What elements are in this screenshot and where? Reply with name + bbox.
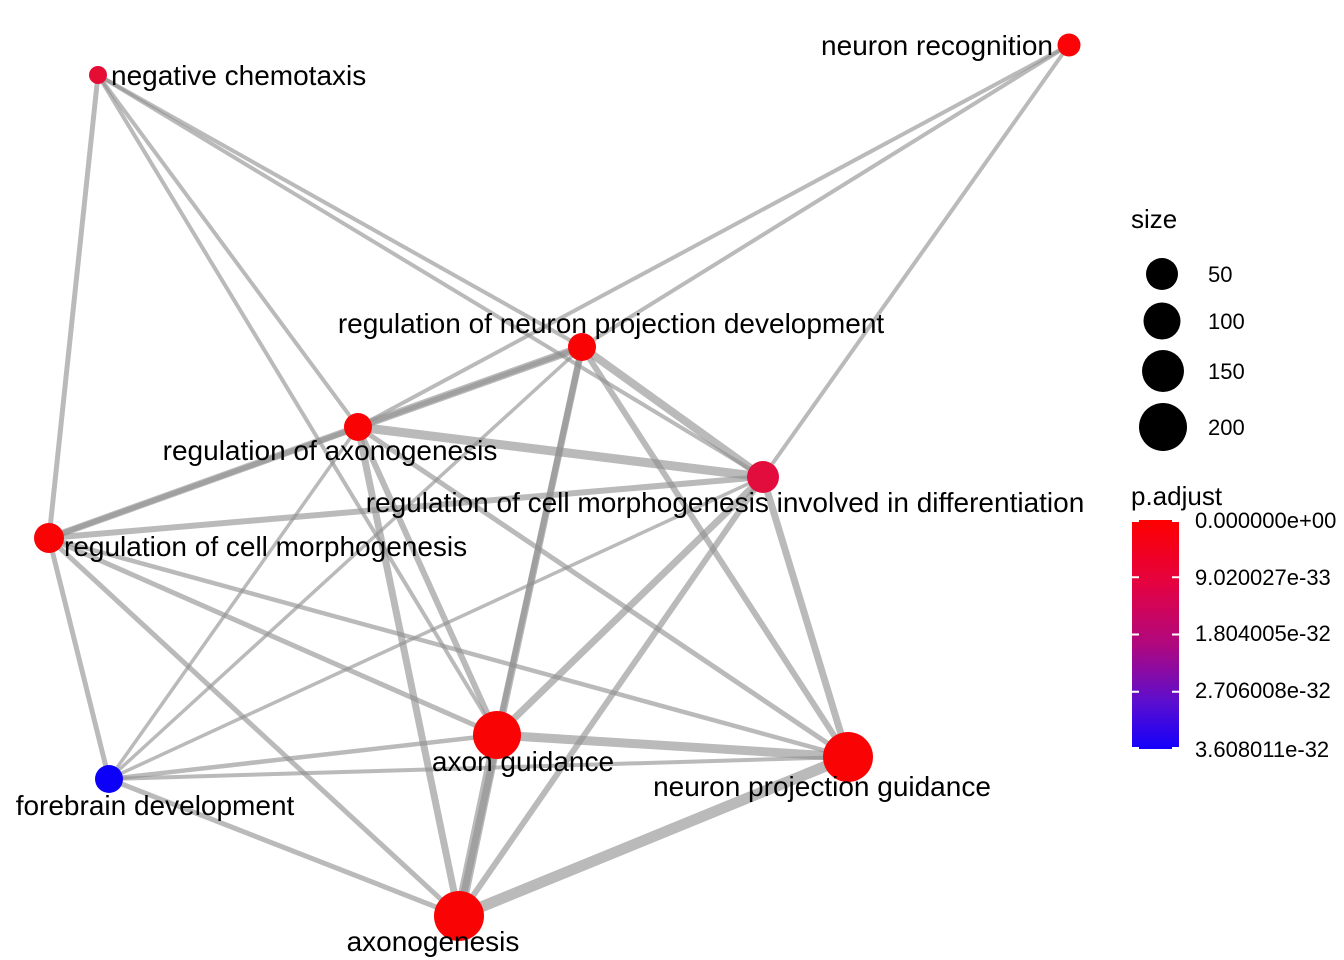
graph-edge-reg_axonogenesis--neuron_proj_guidance <box>356 424 850 760</box>
graph-edge-neuron_recognition--reg_neuron_proj_dev <box>580 43 1071 349</box>
graph-edge-negative_chemotaxis--reg_axonogenesis <box>96 73 360 429</box>
node-label-neuron_recognition: neuron recognition <box>821 30 1053 61</box>
graph-edge-neuron_proj_guidance--axonogenesis <box>456 751 851 922</box>
node-axonogenesis <box>434 891 484 941</box>
size-legend-label-50: 50 <box>1208 262 1232 287</box>
node-label-reg_axonogenesis: regulation of axonogenesis <box>163 435 498 466</box>
graph-edge-axon_guidance--neuron_proj_guidance <box>496 730 849 762</box>
graph-edge-negative_chemotaxis--axon_guidance <box>96 73 499 737</box>
node-label-axon_guidance: axon guidance <box>432 746 614 777</box>
size-legend-circle-50 <box>1146 258 1178 290</box>
size-legend-label-100: 100 <box>1208 309 1245 334</box>
node-label-reg_cell_morph: regulation of cell morphogenesis <box>64 531 467 562</box>
graph-edge-reg_cell_morph_diff--forebrain_dev <box>108 475 764 781</box>
graph-edge-neuron_recognition--reg_cell_morph_diff <box>761 43 1071 479</box>
node-reg_cell_morph <box>34 523 64 553</box>
size-legend-label-200: 200 <box>1208 415 1245 440</box>
node-label-neuron_proj_guidance: neuron projection guidance <box>653 771 991 802</box>
graph-edge-reg_neuron_proj_dev--reg_cell_morph_diff <box>579 343 766 481</box>
node-reg_axonogenesis <box>344 413 372 441</box>
graph-edge-reg_cell_morph_diff--reg_cell_morph <box>48 474 764 541</box>
padjust-colorbar <box>1132 520 1179 749</box>
size-legend-title: size <box>1131 204 1178 234</box>
node-label-reg_cell_morph_diff: regulation of cell morphogenesis involve… <box>366 487 1085 518</box>
graph-edge-reg_neuron_proj_dev--neuron_proj_guidance <box>579 345 851 759</box>
graph-edge-neuron_proj_guidance--forebrain_dev <box>108 755 849 781</box>
size-legend-circle-100 <box>1143 302 1181 340</box>
padjust-label-2: 1.804005e-32 <box>1195 621 1331 646</box>
graph-edge-axon_guidance--axonogenesis <box>453 733 503 918</box>
graph-edge-reg_axonogenesis--axon_guidance <box>355 425 500 737</box>
node-negative_chemotaxis <box>89 66 107 84</box>
node-label-reg_neuron_proj_dev: regulation of neuron projection developm… <box>338 308 885 339</box>
graph-edge-reg_axonogenesis--forebrain_dev <box>107 425 360 781</box>
graph-edge-reg_cell_morph_diff--neuron_proj_guidance <box>759 475 852 759</box>
graph-edge-forebrain_dev--axonogenesis <box>108 776 460 919</box>
graph-edge-negative_chemotaxis--reg_neuron_proj_dev <box>97 73 583 349</box>
padjust-label-0: 0.000000e+00 <box>1195 508 1336 533</box>
padjust-legend-title: p.adjust <box>1131 481 1223 511</box>
node-neuron_proj_guidance <box>823 732 873 782</box>
node-forebrain_dev <box>95 765 123 793</box>
node-axon_guidance <box>473 711 521 759</box>
graph-edge-reg_axonogenesis--reg_cell_morph_diff <box>357 422 764 482</box>
node-reg_neuron_proj_dev <box>568 333 596 361</box>
graph-edge-negative_chemotaxis--reg_cell_morph <box>46 74 101 539</box>
graph-edge-negative_chemotaxis--reg_cell_morph_diff <box>96 73 765 479</box>
node-reg_cell_morph_diff <box>747 461 779 493</box>
size-legend-circle-200 <box>1139 403 1187 451</box>
node-label-forebrain_dev: forebrain development <box>16 790 295 821</box>
node-label-axonogenesis: axonogenesis <box>347 926 520 957</box>
size-legend-label-150: 150 <box>1208 359 1245 384</box>
graph-edge-axon_guidance--forebrain_dev <box>108 732 498 782</box>
graph-edge-reg_cell_morph--forebrain_dev <box>46 537 112 780</box>
graph-edge-reg_cell_morph--axon_guidance <box>47 535 499 738</box>
size-legend-circle-150 <box>1142 350 1184 392</box>
graph-edge-reg_neuron_proj_dev--forebrain_dev <box>107 345 584 781</box>
graph-edge-reg_axonogenesis--reg_cell_morph <box>47 423 360 542</box>
graph-edge-reg_cell_morph_diff--axon_guidance <box>494 474 766 738</box>
graph-edge-reg_cell_morph--axonogenesis <box>47 536 461 918</box>
graph-edge-neuron_recognition--reg_axonogenesis <box>357 43 1070 429</box>
padjust-label-1: 9.020027e-33 <box>1195 565 1331 590</box>
node-neuron_recognition <box>1057 33 1081 57</box>
padjust-label-3: 2.706008e-32 <box>1195 678 1331 703</box>
graph-edge-reg_cell_morph_diff--axonogenesis <box>456 475 766 918</box>
graph-edge-reg_cell_morph--neuron_proj_guidance <box>48 535 849 760</box>
padjust-label-4: 3.608011e-32 <box>1195 737 1329 762</box>
node-label-negative_chemotaxis: negative chemotaxis <box>111 60 366 91</box>
